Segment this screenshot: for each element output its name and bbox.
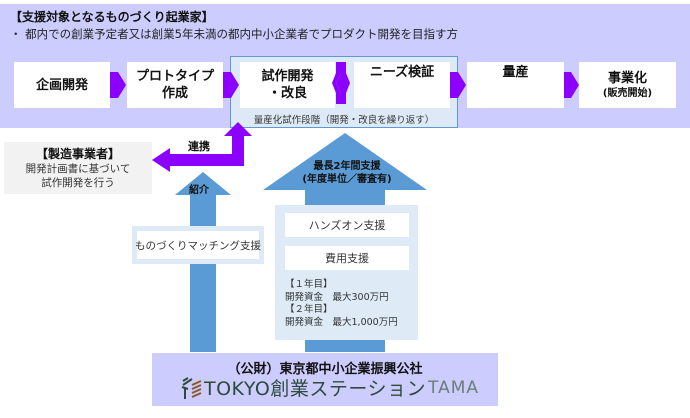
- step-mass-production: 量産: [467, 62, 564, 108]
- collaboration-arrow-icon: [152, 122, 252, 172]
- step-commercialization: 事業化 (販売開始): [579, 62, 676, 108]
- step-label-line1: 試作開発: [261, 69, 314, 84]
- step-label: ニーズ検証: [369, 65, 435, 80]
- arrow-right-icon: [110, 72, 126, 98]
- manufacturer-desc-line1: 開発計画書に基づいて: [25, 162, 131, 175]
- brand-logo: TOKYO創業ステーション TAMA: [180, 374, 479, 401]
- double-arrow-icon: [332, 62, 341, 104]
- introduction-label: 紹介: [189, 185, 209, 196]
- arrow-right-icon: [223, 72, 239, 98]
- step-planning: 企画開発: [14, 62, 110, 108]
- step-label: 量産: [502, 65, 529, 80]
- max-support-line2: (年度単位／審査有): [302, 174, 392, 185]
- arrow-right-icon: [450, 72, 466, 98]
- brand-name: TOKYO創業ステーション: [204, 378, 426, 400]
- step-sublabel: (販売開始): [602, 88, 653, 99]
- arrow-right-icon: [564, 72, 579, 98]
- prototype-stage-label: 量産化試作段階（開発・改良を繰り返す）: [253, 115, 435, 126]
- hands-on-support-card: ハンズオン支援: [285, 213, 409, 237]
- manufacturer-title: 【製造事業者】: [35, 146, 120, 161]
- brand-mark-icon: [181, 376, 202, 399]
- funding-details: 【１年目】 開発資金 最大300万円 【２年目】 開発資金 最大1,000万円: [285, 279, 398, 329]
- year1-amount: 開発資金 最大300万円: [285, 291, 389, 303]
- step-trial-development: 試作開発 ・改良: [240, 62, 335, 108]
- step-label: 事業化: [607, 71, 647, 86]
- step-label-line2: 作成: [161, 86, 188, 101]
- step-prototype: プロトタイプ 作成: [127, 62, 223, 108]
- year1-label: 【１年目】: [285, 279, 333, 290]
- collaboration-label: 連携: [188, 140, 210, 153]
- double-arrow-icon: [336, 62, 350, 104]
- year2-label: 【２年目】: [285, 304, 333, 315]
- step-label-line1: プロトタイプ: [135, 69, 214, 84]
- target-title: 【支援対象となるものづくり起業家】: [10, 10, 214, 24]
- matching-support-label: ものづくりマッチング支援: [135, 231, 261, 259]
- cost-support-card: 費用支援: [285, 246, 409, 270]
- brand-suffix: TAMA: [428, 377, 479, 398]
- organization-name: （公財）東京都中小企業振興公社: [227, 362, 423, 377]
- manufacturer-desc-line2: 試作開発を行う: [41, 176, 115, 189]
- target-description: ・ 都内での創業予定者又は創業5年未満の都内中小企業者でプロダクト開発を目指す方: [10, 27, 458, 41]
- step-label: 企画開発: [35, 77, 88, 93]
- max-support-label: 最長2年間支援 (年度単位／審査有): [272, 160, 422, 186]
- step-label-line2: ・改良: [267, 86, 307, 101]
- year2-amount: 開発資金 最大1,000万円: [285, 316, 398, 328]
- step-needs-verification: ニーズ検証: [354, 62, 450, 108]
- organization-panel: [152, 353, 498, 406]
- max-support-line1: 最長2年間支援: [313, 161, 381, 172]
- manufacturer-box: 【製造事業者】 開発計画書に基づいて 試作開発を行う: [4, 142, 152, 194]
